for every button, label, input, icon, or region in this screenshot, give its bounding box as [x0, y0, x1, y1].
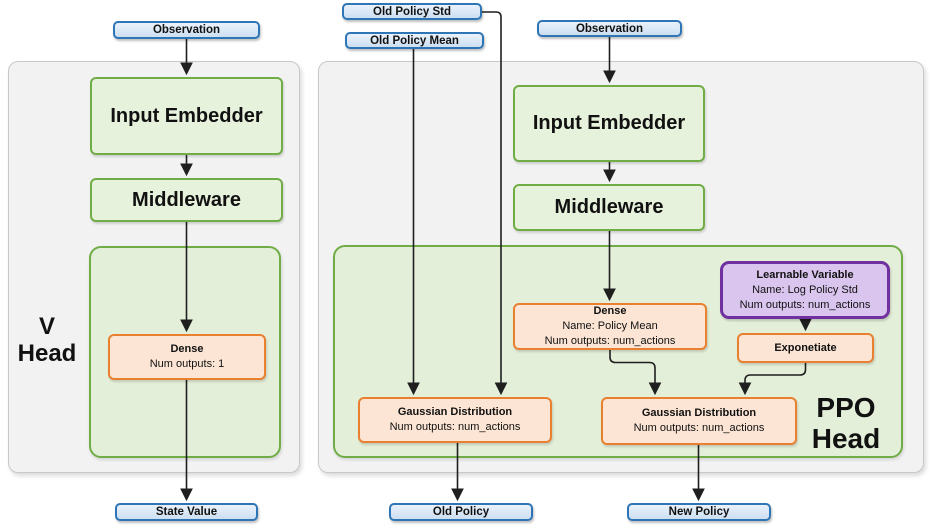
v-head-label: V Head	[17, 313, 77, 367]
gaussian-old-numoutputs: Num outputs: num_actions	[389, 421, 521, 433]
dense-numoutputs-right: Num outputs: num_actions	[544, 335, 676, 347]
middleware-node-left: Middleware	[90, 178, 283, 222]
input-embedder-node-right: Input Embedder	[513, 85, 705, 162]
gaussian-distribution-node-new: Gaussian Distribution Num outputs: num_a…	[601, 397, 797, 445]
ppo-head-label: PPO Head	[811, 392, 881, 454]
dense-title-left: Dense	[170, 343, 204, 355]
input-embedder-node-left: Input Embedder	[90, 77, 283, 155]
learnable-variable-name: Name: Log Policy Std	[752, 283, 858, 296]
gaussian-distribution-node-old: Gaussian Distribution Num outputs: num_a…	[358, 397, 552, 443]
exponetiate-node: Exponetiate	[737, 333, 874, 363]
gaussian-new-numoutputs: Num outputs: num_actions	[633, 422, 765, 434]
dense-node-right: Dense Name: Policy Mean Num outputs: num…	[513, 303, 707, 350]
gaussian-new-title: Gaussian Distribution	[641, 407, 757, 419]
middleware-node-right: Middleware	[513, 184, 705, 231]
gaussian-old-title: Gaussian Distribution	[397, 406, 513, 418]
old-policy-std-node: Old Policy Std	[342, 3, 482, 20]
new-policy-node: New Policy	[627, 503, 771, 521]
middleware-label-right: Middleware	[554, 196, 664, 218]
observation-label-right: Observation	[575, 22, 644, 35]
old-policy-mean-label: Old Policy Mean	[370, 34, 459, 47]
dense-numoutputs-left: Num outputs: 1	[149, 358, 225, 370]
learnable-variable-node: Learnable Variable Name: Log Policy Std …	[720, 261, 890, 319]
old-policy-label: Old Policy	[432, 506, 490, 518]
observation-node-right: Observation	[537, 20, 682, 37]
old-policy-node: Old Policy	[389, 503, 533, 521]
new-policy-label: New Policy	[668, 506, 730, 518]
old-policy-mean-node: Old Policy Mean	[345, 32, 484, 49]
state-value-node: State Value	[115, 503, 258, 521]
input-embedder-label-left: Input Embedder	[110, 104, 263, 127]
observation-node-left: Observation	[113, 21, 260, 39]
exponetiate-label: Exponetiate	[774, 341, 837, 354]
observation-label-left: Observation	[152, 24, 221, 36]
old-policy-std-label: Old Policy Std	[373, 5, 451, 18]
middleware-label-left: Middleware	[132, 188, 241, 211]
dense-node-left: Dense Num outputs: 1	[108, 334, 266, 380]
dense-title-right: Dense	[593, 305, 627, 317]
dense-name-right: Name: Policy Mean	[562, 320, 658, 332]
state-value-label: State Value	[155, 506, 218, 518]
input-embedder-label-right: Input Embedder	[532, 112, 686, 134]
learnable-variable-title: Learnable Variable	[756, 268, 854, 281]
learnable-variable-numoutputs: Num outputs: num_actions	[739, 298, 871, 311]
